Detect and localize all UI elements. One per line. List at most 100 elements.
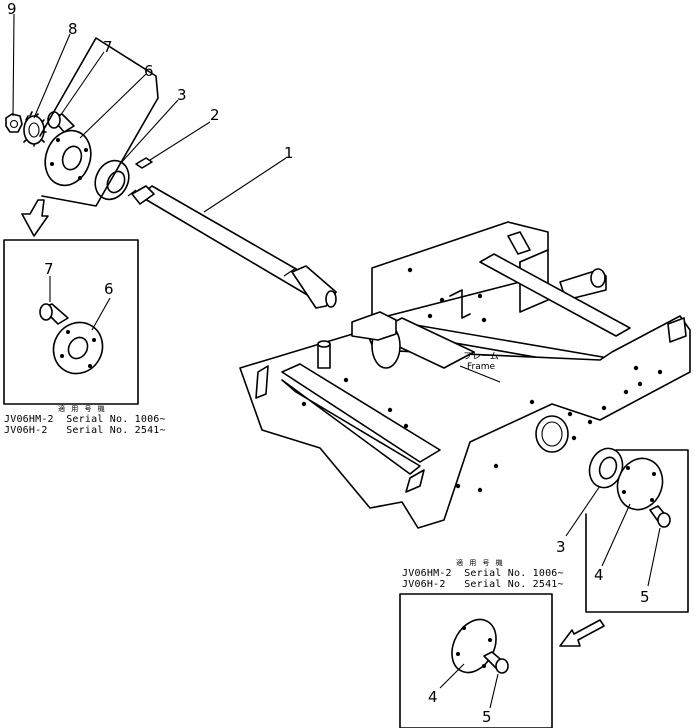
frame-hole — [571, 435, 577, 441]
inset-right-cover — [451, 618, 497, 674]
group-bracket-right — [585, 449, 689, 613]
inset-right-callout-4: 4 — [428, 688, 438, 706]
frame-label-jp: フレーム — [463, 352, 499, 362]
flange-top-bolt-hole — [50, 162, 54, 166]
frame-bracket — [351, 311, 397, 341]
frame-lower-left-beam — [281, 363, 441, 463]
callout-9: 9 — [7, 0, 17, 18]
shaft-neck — [131, 185, 155, 205]
inset-left-bolt-head — [39, 303, 53, 321]
inset-left-callout-7: 7 — [44, 260, 54, 278]
cover-right — [616, 457, 664, 511]
inset-right-leader-4 — [439, 663, 465, 689]
shaft-end-line — [127, 189, 137, 197]
inset-right-leader-5 — [489, 673, 499, 709]
frame-bearing-hole — [535, 415, 569, 453]
frame-hole — [481, 317, 487, 323]
flange-top-bolt-hole — [78, 176, 82, 180]
inset-right-bolt-head — [495, 658, 509, 674]
gear-hub — [28, 122, 40, 138]
inset-left-serial-2: JV06H-2 Serial No. 2541~ — [4, 425, 166, 436]
gear — [23, 111, 47, 147]
frame-hole — [455, 483, 461, 489]
leader-9 — [12, 13, 15, 117]
inset-right-cover-hole — [488, 638, 492, 642]
arrow-left-inset-shape — [21, 199, 49, 237]
gear-body — [23, 115, 45, 145]
frame-hole — [567, 411, 573, 417]
shaft — [127, 185, 337, 309]
leader-7 — [59, 51, 105, 117]
nut — [5, 113, 23, 133]
nut-hole — [9, 119, 19, 129]
frame-hole — [529, 399, 535, 405]
frame-hole — [477, 487, 483, 493]
cover-right-plate — [616, 457, 664, 511]
frame-holes — [301, 267, 663, 493]
flange-top-bolt-hole — [84, 148, 88, 152]
leader-3 — [119, 99, 179, 165]
frame-slot-rear — [507, 231, 531, 255]
frame-slot-right — [667, 317, 687, 343]
inset-right-cover-hole — [482, 664, 486, 668]
frame-slot-left — [255, 365, 269, 399]
bearing-right-inner — [598, 456, 618, 480]
cover-right-hole — [626, 466, 630, 470]
bearing-right — [588, 447, 624, 489]
frame-hole — [633, 365, 639, 371]
frame-stub-end — [590, 268, 606, 288]
flange-top-bolt-hole — [56, 138, 60, 142]
frame-hole — [343, 377, 349, 383]
frame-hook — [449, 289, 471, 319]
frame-front-plate — [239, 315, 691, 529]
callout-1: 1 — [284, 144, 294, 162]
frame-lower-beam-face — [281, 379, 421, 475]
inset-left-serial-1: JV06HM-2 Serial No. 1006~ — [4, 414, 166, 425]
callout-5-right: 5 — [640, 588, 650, 606]
inset-left-leader-6 — [91, 297, 111, 331]
inset-left-flange-hole — [92, 338, 96, 342]
leader-2 — [149, 121, 211, 161]
frame-hole — [439, 297, 445, 303]
leader-3-right — [565, 485, 601, 537]
nut-body — [5, 113, 23, 133]
inset-right-callout-5: 5 — [482, 708, 492, 726]
key — [135, 157, 153, 169]
frame-hole — [637, 381, 643, 387]
frame-hole — [427, 313, 433, 319]
leader-5-right — [647, 527, 661, 587]
inset-right-cover-hole — [462, 626, 466, 630]
frame-hole — [587, 419, 593, 425]
leader-8 — [33, 33, 71, 119]
frame-hole — [301, 401, 307, 407]
gear-teeth — [23, 111, 47, 147]
arrow-right-inset — [559, 619, 605, 647]
inset-left-parts — [39, 276, 111, 375]
leader-1 — [203, 157, 287, 213]
frame-hole — [601, 405, 607, 411]
callout-3: 3 — [177, 86, 187, 104]
flange-top — [44, 129, 92, 187]
frame-hole — [407, 267, 413, 273]
frame-bearing-hole-inner — [541, 421, 563, 447]
bolt-right-head — [657, 512, 671, 528]
shaft-tip-end — [325, 290, 337, 308]
shaft-groove — [283, 267, 297, 277]
frame-hole — [477, 293, 483, 299]
inset-left-callout-6: 6 — [104, 280, 114, 298]
inset-right-applicability: 適 用 号 機 — [456, 559, 505, 567]
frame-hole — [403, 423, 409, 429]
cover-right-hole — [650, 498, 654, 502]
frame-hole — [387, 407, 393, 413]
inset-right-box — [399, 593, 553, 728]
inset-left-flange-inner — [67, 336, 89, 360]
frame-label: フレーム Frame — [458, 352, 504, 372]
cover-right-hole — [622, 490, 626, 494]
frame-slot-bottom — [405, 469, 425, 493]
leader-lines-top — [12, 13, 287, 213]
leader-4-right — [601, 503, 631, 567]
inset-right-cover-hole — [456, 652, 460, 656]
inset-left-applicability: 適 用 号 機 — [58, 405, 107, 413]
